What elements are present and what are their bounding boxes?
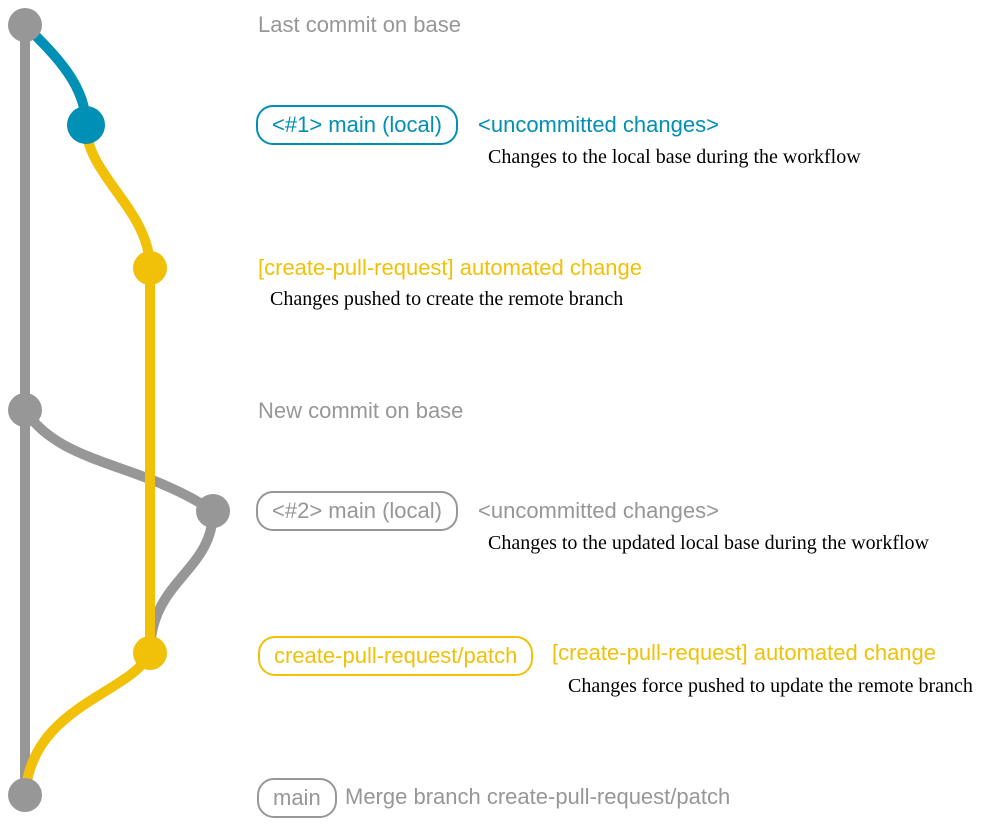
annotation-force-push: Changes force pushed to update the remot… [568, 675, 973, 697]
commit-node-automated-1 [133, 251, 167, 285]
annotation-local-base-changes: Changes to the local base during the wor… [488, 146, 861, 168]
commit-message-uncommitted-2: <uncommitted changes> [478, 498, 719, 523]
commit-node-local-1 [67, 106, 105, 144]
commit-message-new-base: New commit on base [258, 398, 464, 423]
rebase-out-curve [20, 405, 218, 516]
pr-branch-out-curve [81, 120, 155, 273]
branch-badge-main-local-2: <#2> main (local) [256, 491, 458, 531]
commit-node-new-base [8, 393, 42, 427]
commit-node-merge [8, 778, 42, 812]
pr-merge-curve [20, 648, 155, 802]
commit-message-uncommitted-1: <uncommitted changes> [478, 112, 719, 137]
annotation-updated-base-changes: Changes to the updated local base during… [488, 532, 929, 554]
commit-message-merge: Merge branch create-pull-request/patch [345, 784, 731, 809]
branch-badge-main-local-1: <#1> main (local) [256, 105, 458, 145]
branch-badge-main: main [257, 778, 337, 818]
rebase-in-curve [145, 506, 218, 658]
commit-node-patch [133, 636, 167, 670]
commit-node-base-tip [8, 8, 42, 42]
annotation-push-create: Changes pushed to create the remote bran… [270, 288, 624, 310]
commit-message-last-base: Last commit on base [258, 12, 461, 37]
git-graph [8, 8, 230, 812]
commit-message-automated-1: [create-pull-request] automated change [258, 255, 643, 280]
commit-node-local-2 [196, 494, 230, 528]
commit-message-automated-2: [create-pull-request] automated change [552, 640, 937, 665]
branch-badge-patch: create-pull-request/patch [258, 636, 534, 676]
